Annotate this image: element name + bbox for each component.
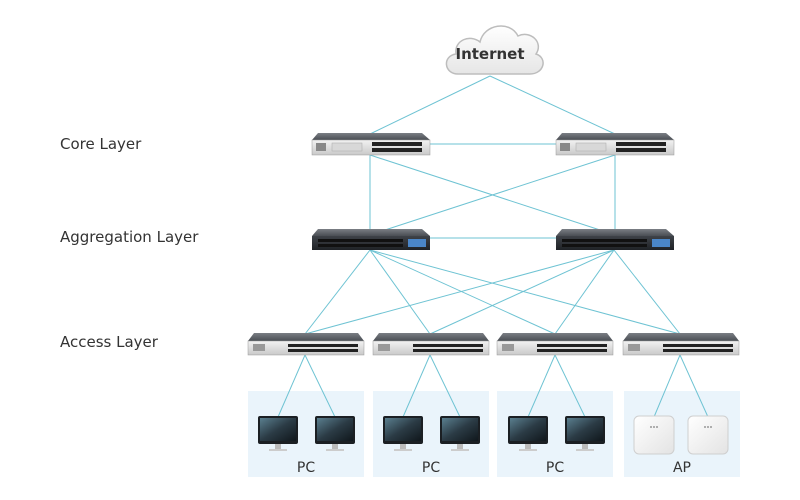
monitor-icon [440,416,480,451]
link-access-endpoint [304,354,336,418]
monitor-icon [508,416,548,451]
access-switch-3 [496,333,614,356]
access-switch-1 [247,333,365,356]
cloud-icon [445,25,544,75]
link-access-endpoint [429,354,461,418]
access-point-icon [633,415,675,455]
link-agg-access [369,249,556,335]
link-access-endpoint [554,354,586,418]
link-internet-core-left [369,75,491,135]
link-agg-access [613,249,681,335]
link-agg-access [369,249,681,335]
link-agg-access [429,249,615,335]
link-agg-access [304,249,615,335]
monitor-icon [258,416,298,451]
link-agg-access [369,249,431,335]
aggregation-switch-left [312,229,430,250]
endpoint-label: PC [545,460,565,476]
network-links [277,75,709,418]
access-switch-2 [372,333,490,356]
link-core-agg [369,154,601,231]
link-access-endpoint [527,354,556,418]
access-point-icon [687,415,729,455]
link-access-endpoint [653,354,681,418]
access-switch-4 [622,333,740,356]
aggregation-switch-right [556,229,674,250]
link-access-endpoint [679,354,709,418]
link-access-endpoint [277,354,306,418]
link-internet-core-right [489,75,616,135]
monitor-icon [383,416,423,451]
monitor-icon [315,416,355,451]
core-switch-right [555,133,675,156]
link-access-endpoint [402,354,431,418]
monitor-icon [565,416,605,451]
core-layer-label: Core Layer [60,135,142,153]
link-agg-access [554,249,615,335]
endpoint-label: PC [296,460,316,476]
link-core-agg [384,154,616,231]
internet-label: Internet [455,45,525,63]
endpoint-label: AP [672,460,692,476]
endpoint-label: PC [421,460,441,476]
core-switch-left [311,133,431,156]
access-layer-label: Access Layer [60,333,158,351]
link-agg-access [304,249,371,335]
aggregation-layer-label: Aggregation Layer [60,228,199,246]
